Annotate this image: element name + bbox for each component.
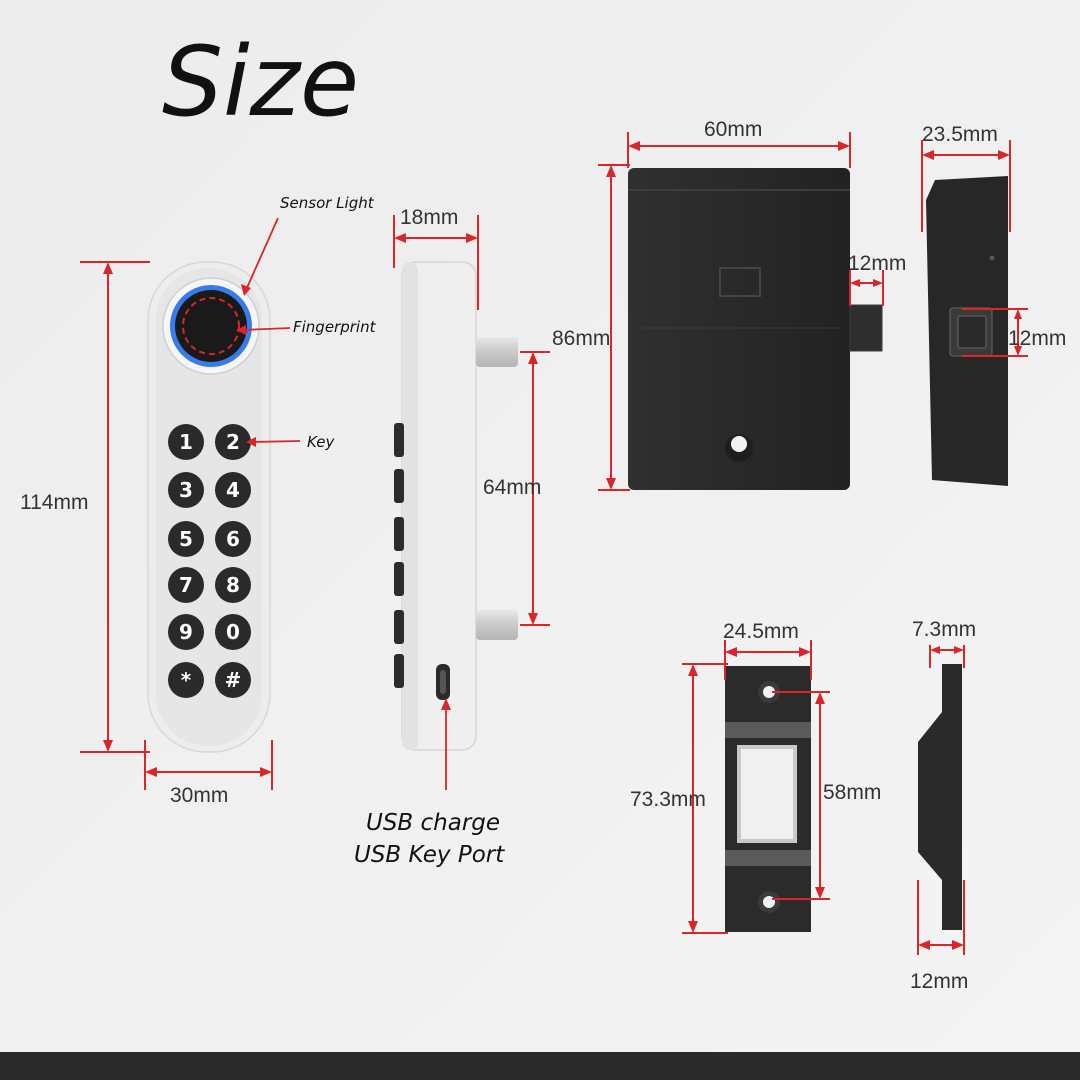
lock-height-label: 86mm — [552, 327, 610, 350]
lock-width-label: 60mm — [704, 118, 762, 141]
lock-body-front — [628, 168, 883, 490]
strike-plate-front — [725, 666, 811, 932]
dim-strike-thickness: 7.3mm — [912, 618, 976, 668]
mounting-post-top — [476, 337, 518, 367]
page-title: Size — [162, 26, 359, 138]
strike-side-depth-label: 12mm — [910, 970, 968, 993]
dim-strike-width: 24.5mm — [723, 620, 812, 680]
key-4[interactable]: 4 — [215, 472, 251, 508]
lock-depth-label: 23.5mm — [922, 123, 998, 146]
key-8-label: 8 — [226, 573, 240, 597]
key-star[interactable]: * — [168, 662, 204, 698]
strike-hole-spacing-label: 58mm — [823, 781, 881, 804]
keypad-height-label: 114mm — [20, 491, 88, 514]
key-7-label: 7 — [179, 573, 193, 597]
keypad-width-label: 30mm — [170, 784, 228, 807]
callout-key: Key — [246, 433, 336, 451]
key-7[interactable]: 7 — [168, 567, 204, 603]
key-1-label: 1 — [179, 430, 193, 454]
strike-height-label: 73.3mm — [630, 788, 706, 811]
dim-strike-height: 73.3mm — [630, 663, 728, 934]
lock-body-side — [926, 176, 1008, 486]
dim-keypad-width: 30mm — [144, 740, 273, 807]
callout-usb: USB charge USB Key Port — [354, 698, 505, 868]
key-0-label: 0 — [226, 620, 240, 644]
dim-bolt-width: 12mm — [848, 252, 906, 306]
key-2-label: 2 — [226, 430, 240, 454]
dim-bolt-side: 12mm — [962, 308, 1066, 357]
strike-thickness-label: 7.3mm — [912, 618, 976, 641]
key-3-label: 3 — [179, 478, 193, 502]
key-label: Key — [307, 433, 336, 451]
key-9-label: 9 — [179, 620, 193, 644]
key-9[interactable]: 9 — [168, 614, 204, 650]
callout-fingerprint: Fingerprint — [236, 318, 377, 336]
key-5-label: 5 — [179, 527, 193, 551]
dim-strike-side-depth: 12mm — [910, 880, 968, 993]
fingerprint-sensor — [162, 277, 260, 375]
key-1[interactable]: 1 — [168, 424, 204, 460]
bolt-side-label: 12mm — [1008, 327, 1066, 350]
key-0[interactable]: 0 — [215, 614, 251, 650]
mounting-post-bottom — [476, 610, 518, 640]
footer-bar — [0, 1052, 1080, 1080]
strike-screw-hole-bottom — [763, 896, 775, 908]
strike-plate-side — [918, 664, 962, 930]
usb-key-port-label: USB Key Port — [354, 842, 505, 868]
key-6-label: 6 — [226, 527, 240, 551]
lock-bolt — [849, 304, 883, 352]
key-5[interactable]: 5 — [168, 521, 204, 557]
dim-keypad-height: 114mm — [20, 261, 150, 753]
key-hash-label: # — [225, 668, 242, 692]
strike-screw-hole-top — [763, 686, 775, 698]
key-6[interactable]: 6 — [215, 521, 251, 557]
dim-lock-width: 60mm — [627, 118, 851, 168]
keypad-front-view: 1 2 3 4 5 6 7 8 9 0 * # — [147, 261, 271, 753]
sensor-light-label: Sensor Light — [280, 194, 375, 212]
callout-sensor-light: Sensor Light — [241, 194, 375, 296]
fingerprint-label: Fingerprint — [293, 318, 377, 336]
usb-charge-label: USB charge — [366, 810, 500, 836]
dim-lock-depth: 23.5mm — [921, 123, 1011, 232]
key-hash[interactable]: # — [215, 662, 251, 698]
lock-screw-hole — [731, 436, 747, 452]
key-2[interactable]: 2 — [215, 424, 251, 460]
dim-lock-height: 86mm — [552, 164, 630, 491]
key-star-label: * — [181, 668, 192, 692]
side-depth-label: 18mm — [400, 206, 458, 229]
key-4-label: 4 — [226, 478, 240, 502]
dim-side-depth: 18mm — [393, 206, 479, 310]
key-8[interactable]: 8 — [215, 567, 251, 603]
bolt-width-label: 12mm — [848, 252, 906, 275]
dim-post-spacing: 64mm — [483, 351, 550, 626]
key-3[interactable]: 3 — [168, 472, 204, 508]
keypad-side-view — [394, 261, 518, 751]
strike-width-label: 24.5mm — [723, 620, 799, 643]
key-buttons: 1 2 3 4 5 6 7 8 9 0 * # — [168, 424, 251, 698]
post-spacing-label: 64mm — [483, 476, 541, 499]
dim-strike-hole-spacing: 58mm — [772, 691, 881, 900]
